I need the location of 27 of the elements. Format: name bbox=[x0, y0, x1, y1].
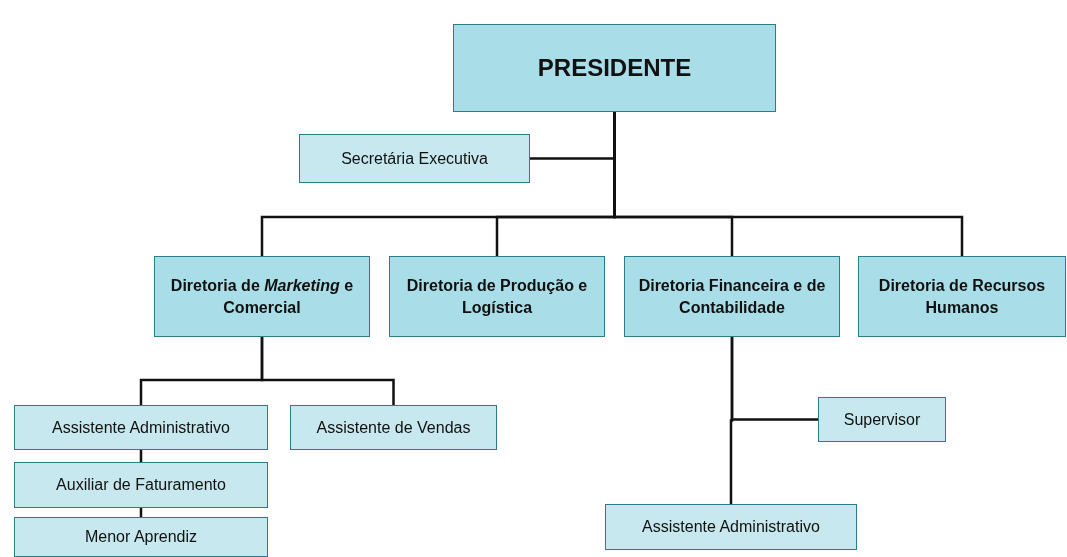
position-box bbox=[290, 405, 497, 450]
department-box bbox=[624, 256, 840, 337]
role-label: Supervisor bbox=[843, 409, 921, 430]
role-label: Assistente Administrativo bbox=[52, 417, 230, 438]
position-box bbox=[818, 397, 946, 442]
role-label: Assistente Administrativo bbox=[642, 517, 820, 538]
role-label: Assistente de Vendas bbox=[316, 417, 471, 438]
role-label: Diretoria Financeira e de Contabilidade bbox=[637, 275, 827, 318]
department-box bbox=[389, 256, 605, 337]
role-label: Diretoria de Marketing e Comercial bbox=[169, 275, 355, 318]
position-box bbox=[14, 517, 268, 557]
connector-line bbox=[613, 112, 964, 256]
department-box bbox=[858, 256, 1066, 337]
position-box bbox=[14, 405, 268, 450]
role-label: Diretoria de Recursos Humanos bbox=[877, 275, 1047, 318]
position-box bbox=[299, 134, 530, 183]
role-label: Menor Aprendiz bbox=[84, 527, 198, 548]
president-box bbox=[453, 24, 776, 112]
connector-line bbox=[729, 337, 734, 504]
position-box bbox=[605, 504, 857, 550]
connector-line bbox=[260, 337, 395, 405]
role-label: Diretoria de Produção e Logística bbox=[405, 275, 589, 318]
role-label: Secretária Executiva bbox=[341, 148, 488, 169]
role-label: PRESIDENTE bbox=[537, 52, 692, 83]
position-box bbox=[14, 462, 268, 508]
role-label: Auxiliar de Faturamento bbox=[56, 475, 226, 496]
department-box bbox=[154, 256, 370, 337]
